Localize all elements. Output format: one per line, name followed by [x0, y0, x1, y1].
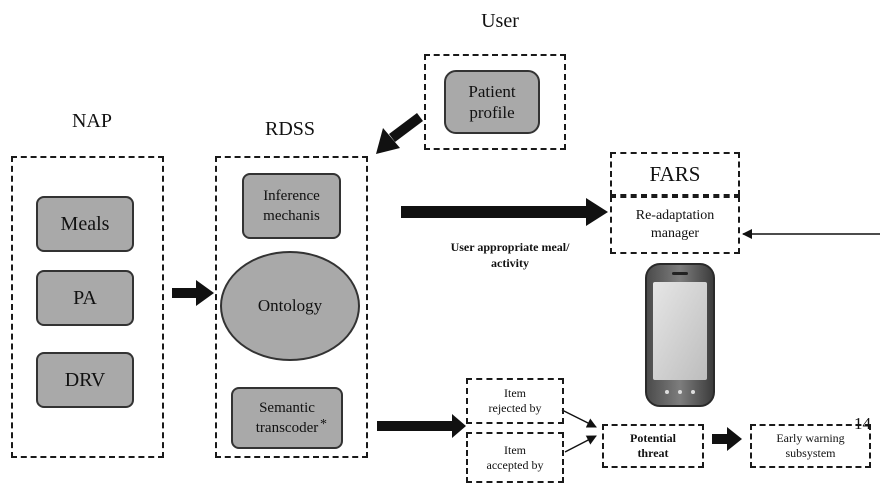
- meals-node: Meals: [36, 196, 134, 252]
- nap-to-rdss-arrow: [172, 280, 214, 306]
- meals-label: Meals: [60, 212, 110, 235]
- nap-heading: NAP: [71, 110, 112, 132]
- readaptation-manager-label: Re-adaptation manager: [635, 208, 715, 241]
- pa-node: PA: [36, 270, 134, 326]
- patient-profile-node: Patient profile: [444, 70, 540, 134]
- semantic-transcoder-label: Semantic transcoder: [255, 400, 319, 436]
- inference-mechanism-node: Inference mechanis: [242, 173, 341, 239]
- profile-to-rdss-arrow: [376, 113, 423, 154]
- patient-profile-label: Patient profile: [468, 82, 516, 122]
- accepted-to-threat-arrow: [564, 435, 597, 453]
- item-accepted-box: Item accepted by: [466, 432, 564, 483]
- semantic-transcoder-node: Semantic transcoder: [231, 387, 343, 449]
- inference-mechanism-label: Inference mechanis: [263, 188, 320, 224]
- rejected-to-threat-arrow: [561, 409, 597, 428]
- early-warning-box: Early warning subsystem: [750, 424, 871, 468]
- user-group: [424, 54, 566, 150]
- drv-node: DRV: [36, 352, 134, 408]
- user-heading: User: [481, 10, 519, 32]
- potential-threat-label: Potential threat: [630, 431, 676, 460]
- smartphone-image: [644, 262, 716, 408]
- transcoder-to-items-arrow: [377, 414, 466, 438]
- early-warning-label: Early warning subsystem: [776, 431, 845, 460]
- meal-activity-label: User appropriate meal/ activity: [450, 240, 570, 270]
- item-rejected-box: Item rejected by: [466, 378, 564, 424]
- page-number: 14: [854, 414, 871, 433]
- rdss-group: [215, 156, 368, 458]
- rdss-heading: RDSS: [264, 118, 316, 140]
- item-accepted-label: Item accepted by: [486, 442, 544, 472]
- ontology-label: Ontology: [257, 296, 323, 315]
- nap-group: [11, 156, 164, 458]
- pa-label: PA: [73, 286, 97, 309]
- ontology-node: Ontology: [220, 251, 360, 361]
- rdss-to-fars-arrow: [401, 198, 608, 226]
- readaptation-manager-box: Re-adaptation manager: [610, 196, 740, 254]
- drv-label: DRV: [64, 368, 106, 391]
- potential-threat-box: Potential threat: [602, 424, 704, 468]
- item-rejected-label: Item rejected by: [488, 386, 542, 415]
- transcoder-footnote-mark: *: [320, 417, 327, 432]
- fars-label: FARS: [649, 161, 701, 186]
- threat-to-warning-arrow: [712, 427, 742, 451]
- fars-box: FARS: [610, 152, 740, 196]
